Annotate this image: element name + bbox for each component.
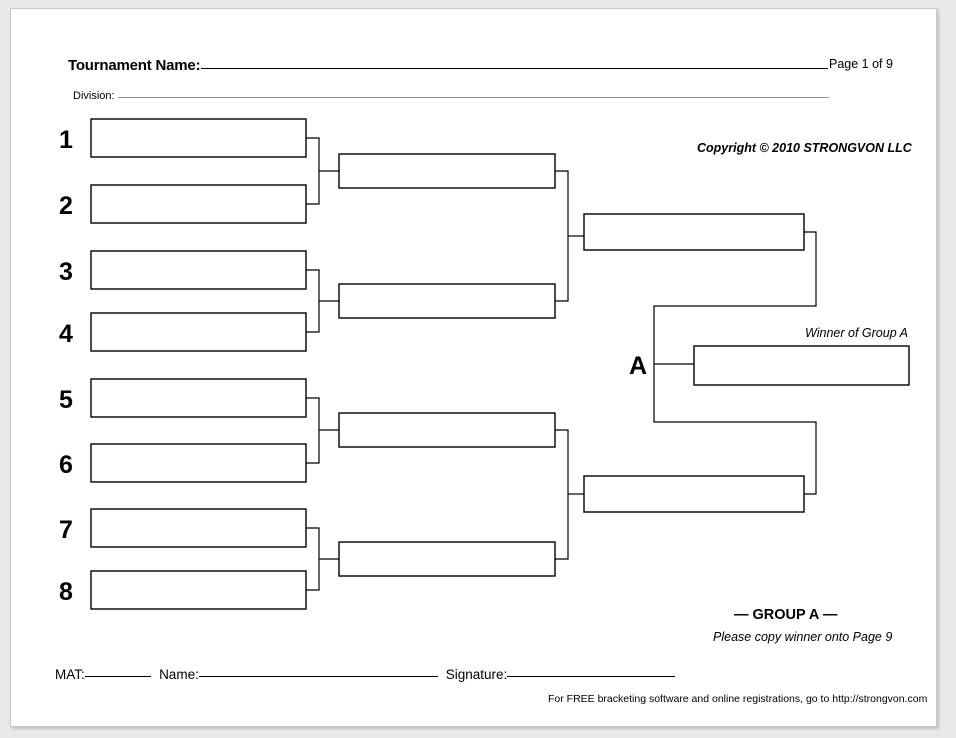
seed-number-1: 1	[59, 126, 73, 154]
connector-r1-pair-1	[306, 137, 320, 205]
winner-caption: Winner of Group A	[805, 326, 908, 340]
round2-slot-1[interactable]	[338, 153, 556, 189]
round1-slot-8[interactable]	[90, 570, 307, 610]
division-field[interactable]: Division:	[73, 90, 829, 106]
round3-slot-2[interactable]	[583, 475, 805, 513]
tournament-name-field[interactable]: Tournament Name:	[68, 57, 828, 79]
mat-input-rule[interactable]	[84, 676, 152, 677]
round1-slot-3[interactable]	[90, 250, 307, 290]
connector-r1-pair-4	[306, 527, 320, 591]
round1-slot-4[interactable]	[90, 312, 307, 352]
signature-label: Signature:	[445, 667, 508, 682]
bracket-svg: 1 2 3 4 5 6 7 8	[59, 118, 910, 610]
round1-slot-7[interactable]	[90, 508, 307, 548]
group-letter: A	[629, 352, 647, 380]
round1-slot-5[interactable]	[90, 378, 307, 418]
name-input-rule[interactable]	[198, 676, 438, 677]
connector-r1-pair-3	[306, 397, 320, 464]
group-instruction-note: Please copy winner onto Page 9	[713, 630, 893, 644]
winner-slot[interactable]	[693, 345, 910, 386]
connector-r2-pair-1	[555, 170, 569, 302]
seed-number-5: 5	[59, 386, 73, 414]
division-rule	[117, 97, 829, 98]
round1-slot-1[interactable]	[90, 118, 307, 158]
printable-page: Tournament Name: Page 1 of 9 Division: C…	[10, 8, 937, 727]
name-label: Name:	[159, 667, 199, 682]
seed-number-7: 7	[59, 516, 73, 544]
round1-slot-2[interactable]	[90, 184, 307, 224]
round1-slot-6[interactable]	[90, 443, 307, 483]
signature-row: MAT: Name: Signature:	[55, 667, 675, 687]
round2-slot-3[interactable]	[338, 412, 556, 448]
signature-input-rule[interactable]	[507, 676, 675, 677]
round2-slot-4[interactable]	[338, 541, 556, 577]
tournament-name-rule	[201, 68, 828, 69]
copyright-notice: Copyright © 2010 STRONGVON LLC	[697, 141, 912, 155]
seed-number-6: 6	[59, 451, 73, 479]
seed-number-2: 2	[59, 192, 73, 220]
division-label: Division:	[73, 90, 115, 102]
bracket-diagram: 1 2 3 4 5 6 7 8	[51, 109, 931, 619]
seed-number-4: 4	[59, 320, 73, 348]
seed-number-3: 3	[59, 258, 73, 286]
tournament-name-label: Tournament Name:	[68, 57, 201, 74]
round3-slot-1[interactable]	[583, 213, 805, 251]
page-number: Page 1 of 9	[829, 57, 893, 71]
site-footer: For FREE bracketing software and online …	[548, 693, 928, 705]
round2-slot-2[interactable]	[338, 283, 556, 319]
seed-number-8: 8	[59, 578, 73, 606]
group-title: — GROUP A —	[734, 607, 838, 623]
mat-label: MAT:	[55, 667, 85, 682]
connector-r2-pair-2	[555, 429, 569, 560]
connector-r1-pair-2	[306, 269, 320, 333]
